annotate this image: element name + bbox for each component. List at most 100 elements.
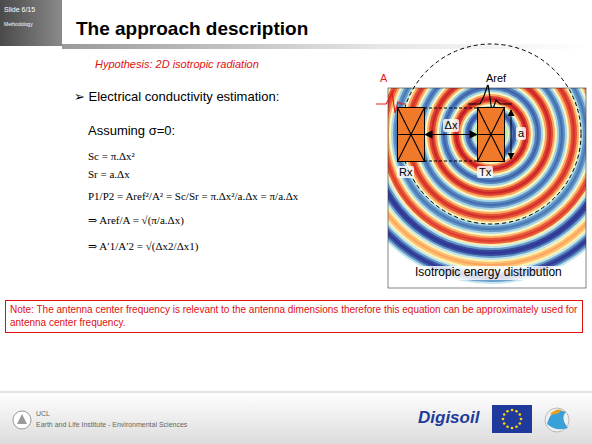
wave-ring	[423, 88, 559, 202]
wave-ring	[441, 88, 541, 184]
wave-ring	[401, 88, 581, 224]
distance-label: Δx	[443, 119, 460, 132]
header-band	[62, 44, 592, 49]
wave-ring	[388, 88, 586, 276]
distance-arrow	[425, 134, 477, 135]
antenna-label: Rx	[397, 166, 414, 178]
eu-star	[511, 427, 514, 430]
wave-ring	[388, 88, 586, 256]
equation: Sc = π.Δx²	[88, 150, 135, 163]
eu-star	[503, 413, 506, 416]
note-text: Note: The antenna center frequency is re…	[10, 304, 578, 329]
wave-ring	[421, 88, 561, 204]
wave-ring	[419, 88, 563, 206]
eu-star	[506, 410, 509, 413]
wave-ring	[388, 88, 586, 258]
antenna-box: Rx	[397, 107, 425, 180]
wave-ring	[388, 88, 586, 264]
wave-ring	[388, 88, 586, 246]
wave-ring	[388, 88, 586, 248]
ucl-logo	[17, 414, 27, 424]
wave-ring	[403, 88, 579, 222]
slide-title: The approach description	[76, 18, 308, 40]
antenna-cross	[478, 108, 505, 162]
wave-ring	[395, 88, 586, 230]
partner-logo	[547, 411, 568, 430]
hypothesis: Hypothesis: 2D isotropic radiation	[95, 58, 259, 71]
eu-stars	[502, 409, 523, 430]
wave-ring	[431, 88, 551, 194]
image-frame	[388, 88, 586, 288]
eu-flag	[492, 405, 532, 433]
wave-ring	[388, 88, 586, 270]
wave-ring	[388, 88, 586, 262]
wave-ring	[391, 88, 586, 234]
wave-ring	[405, 88, 577, 220]
wave-ring	[427, 88, 555, 198]
ucl-logo	[13, 411, 31, 429]
image-caption: Isotropic energy distribution	[413, 266, 564, 280]
wave-ring	[439, 88, 543, 186]
note-box: Note: The antenna center frequency is re…	[5, 300, 583, 333]
antenna-label: Tx	[477, 166, 493, 178]
wave-ring	[388, 88, 586, 268]
assumption: Assuming σ=0:	[88, 124, 175, 139]
wave-ring	[413, 88, 569, 212]
wave-ring	[399, 88, 583, 226]
antenna-symbol	[397, 107, 425, 162]
wave-ring	[429, 88, 553, 196]
institution: Earth and Life Institute - Environmental…	[36, 421, 187, 429]
signal-label: Aref	[484, 72, 508, 85]
wave-ring	[393, 88, 586, 232]
wave-ring	[388, 88, 586, 280]
eu-star	[506, 425, 509, 428]
equation: ⇒ A′1/A′2 = √(Δx2/Δx1)	[88, 240, 198, 253]
slide-number: Slide 6/15	[4, 6, 35, 14]
eu-star	[503, 422, 506, 425]
institution: UCL	[36, 410, 50, 418]
antenna-cross	[398, 108, 425, 162]
wave-ring	[388, 88, 586, 250]
dimension-label: a	[516, 127, 526, 140]
equation: Sr = a.Δx	[88, 168, 130, 181]
wave-ring	[411, 88, 571, 214]
wave-ring	[388, 88, 586, 260]
wave-ring	[388, 88, 586, 278]
partner-logo	[550, 410, 562, 415]
dashed-guide	[424, 108, 478, 109]
wave-ring	[435, 88, 547, 190]
wave-ring	[437, 88, 545, 188]
wave-ring	[388, 88, 586, 244]
eu-star	[511, 409, 514, 412]
wave-ring	[389, 88, 586, 236]
wave-ring	[388, 88, 586, 252]
dashed-circle	[401, 44, 581, 224]
eu-star	[520, 418, 523, 421]
wave-ring	[388, 88, 586, 266]
eu-star	[515, 425, 518, 428]
wave-ring	[417, 88, 565, 208]
antenna-box: Tx	[477, 107, 505, 180]
wave-ring	[388, 88, 586, 240]
antenna-symbol	[477, 107, 505, 162]
wave-ring	[407, 88, 575, 218]
wave-ring	[388, 88, 586, 284]
equation: P1/P2 = Aref²/A² = Sc/Sr = π.Δx²/a.Δx = …	[88, 190, 298, 203]
wave-ring	[388, 88, 586, 274]
antenna-body	[398, 108, 425, 162]
signal-label: A	[378, 72, 389, 85]
wave-ring	[397, 88, 585, 228]
project-logo: Digisoil	[418, 408, 479, 428]
eu-star	[515, 410, 518, 413]
footer-band	[0, 392, 592, 444]
wave-ring	[388, 88, 586, 242]
wave-ring	[388, 88, 586, 238]
wave-rings	[388, 88, 586, 284]
wave-ring	[425, 88, 557, 200]
header-tab	[0, 0, 62, 46]
dimension-arrow	[511, 110, 512, 159]
partner-logo	[545, 408, 569, 432]
equation: ⇒ Aref/A = √(π/a.Δx)	[88, 214, 184, 227]
section-name: Methodology	[4, 22, 33, 28]
eu-star	[502, 418, 505, 421]
